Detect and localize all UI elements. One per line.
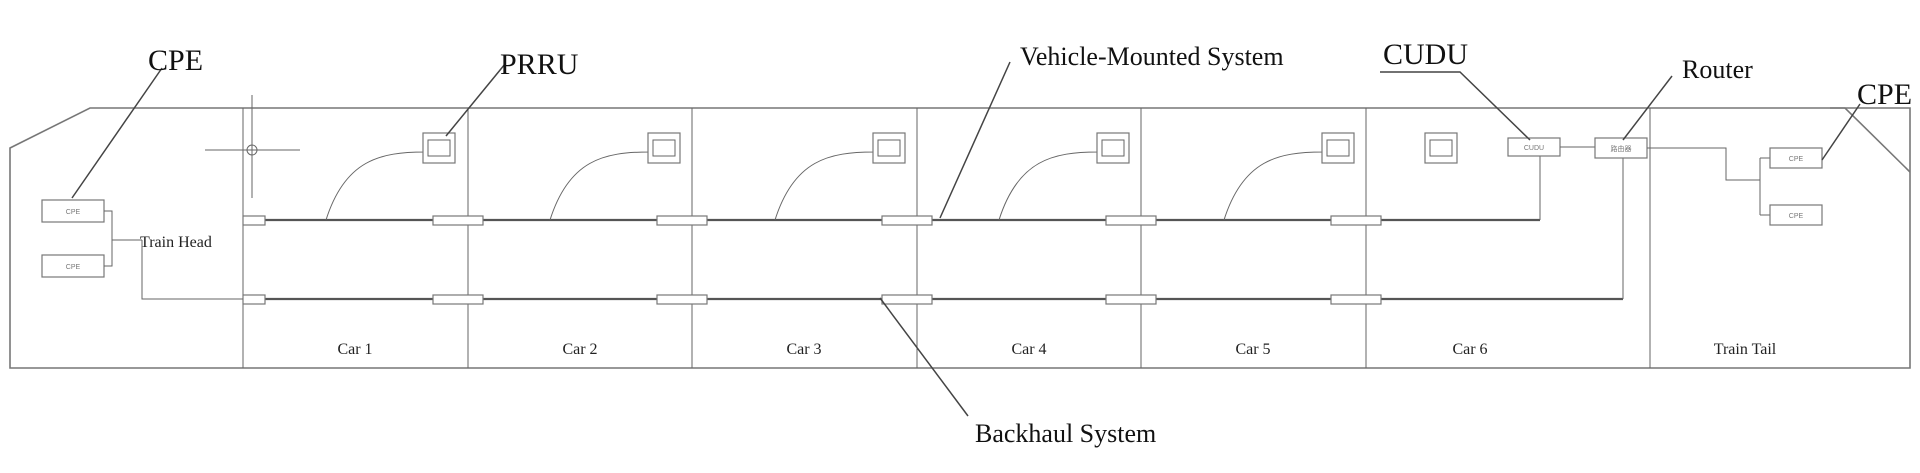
backhaul-cable bbox=[242, 150, 1624, 305]
prru-device-car1 bbox=[422, 132, 456, 164]
vehicle-mounted-cable bbox=[242, 146, 1541, 226]
cpe-right-2-label: CPE bbox=[1789, 213, 1804, 220]
router-label: Router bbox=[1682, 55, 1753, 84]
prru-label: PRRU bbox=[500, 48, 579, 81]
cudu-label: CUDU bbox=[1383, 38, 1468, 71]
cudu-device-label: CUDU bbox=[1524, 145, 1544, 152]
train-tail-label: Train Tail bbox=[1714, 341, 1777, 358]
car-2-label: Car 2 bbox=[562, 341, 597, 358]
train-tail-nose bbox=[1830, 107, 1911, 173]
vehicle-mounted-system-label: Vehicle-Mounted System bbox=[1020, 42, 1284, 71]
train-outline bbox=[9, 107, 1911, 369]
router-device-label: 路由器 bbox=[1611, 144, 1632, 153]
cpe-left-1-label: CPE bbox=[66, 209, 81, 216]
car-dividers bbox=[242, 108, 1651, 368]
prru-units bbox=[325, 132, 1458, 221]
cpe-left-label: CPE bbox=[148, 44, 203, 77]
cpe-right-2 bbox=[1769, 204, 1823, 226]
train-head-label: Train Head bbox=[140, 234, 212, 251]
leader-lines bbox=[71, 61, 1861, 417]
crosshair-mark bbox=[205, 95, 300, 198]
network-devices: CUDU 路由器 CPE CPE bbox=[1507, 137, 1823, 226]
car-6-label: Car 6 bbox=[1452, 341, 1487, 358]
cpe-right-label: CPE bbox=[1857, 78, 1912, 111]
cpe-right-1 bbox=[1769, 147, 1823, 169]
cpe-right-1-label: CPE bbox=[1789, 156, 1804, 163]
cpe-left-2-label: CPE bbox=[66, 264, 81, 271]
backhaul-system-label: Backhaul System bbox=[975, 419, 1156, 448]
train-head-devices: CPE CPE bbox=[41, 199, 243, 300]
car-4-label: Car 4 bbox=[1011, 341, 1046, 358]
car-1-label: Car 1 bbox=[337, 341, 372, 358]
car-5-label: Car 5 bbox=[1235, 341, 1270, 358]
car-3-label: Car 3 bbox=[786, 341, 821, 358]
